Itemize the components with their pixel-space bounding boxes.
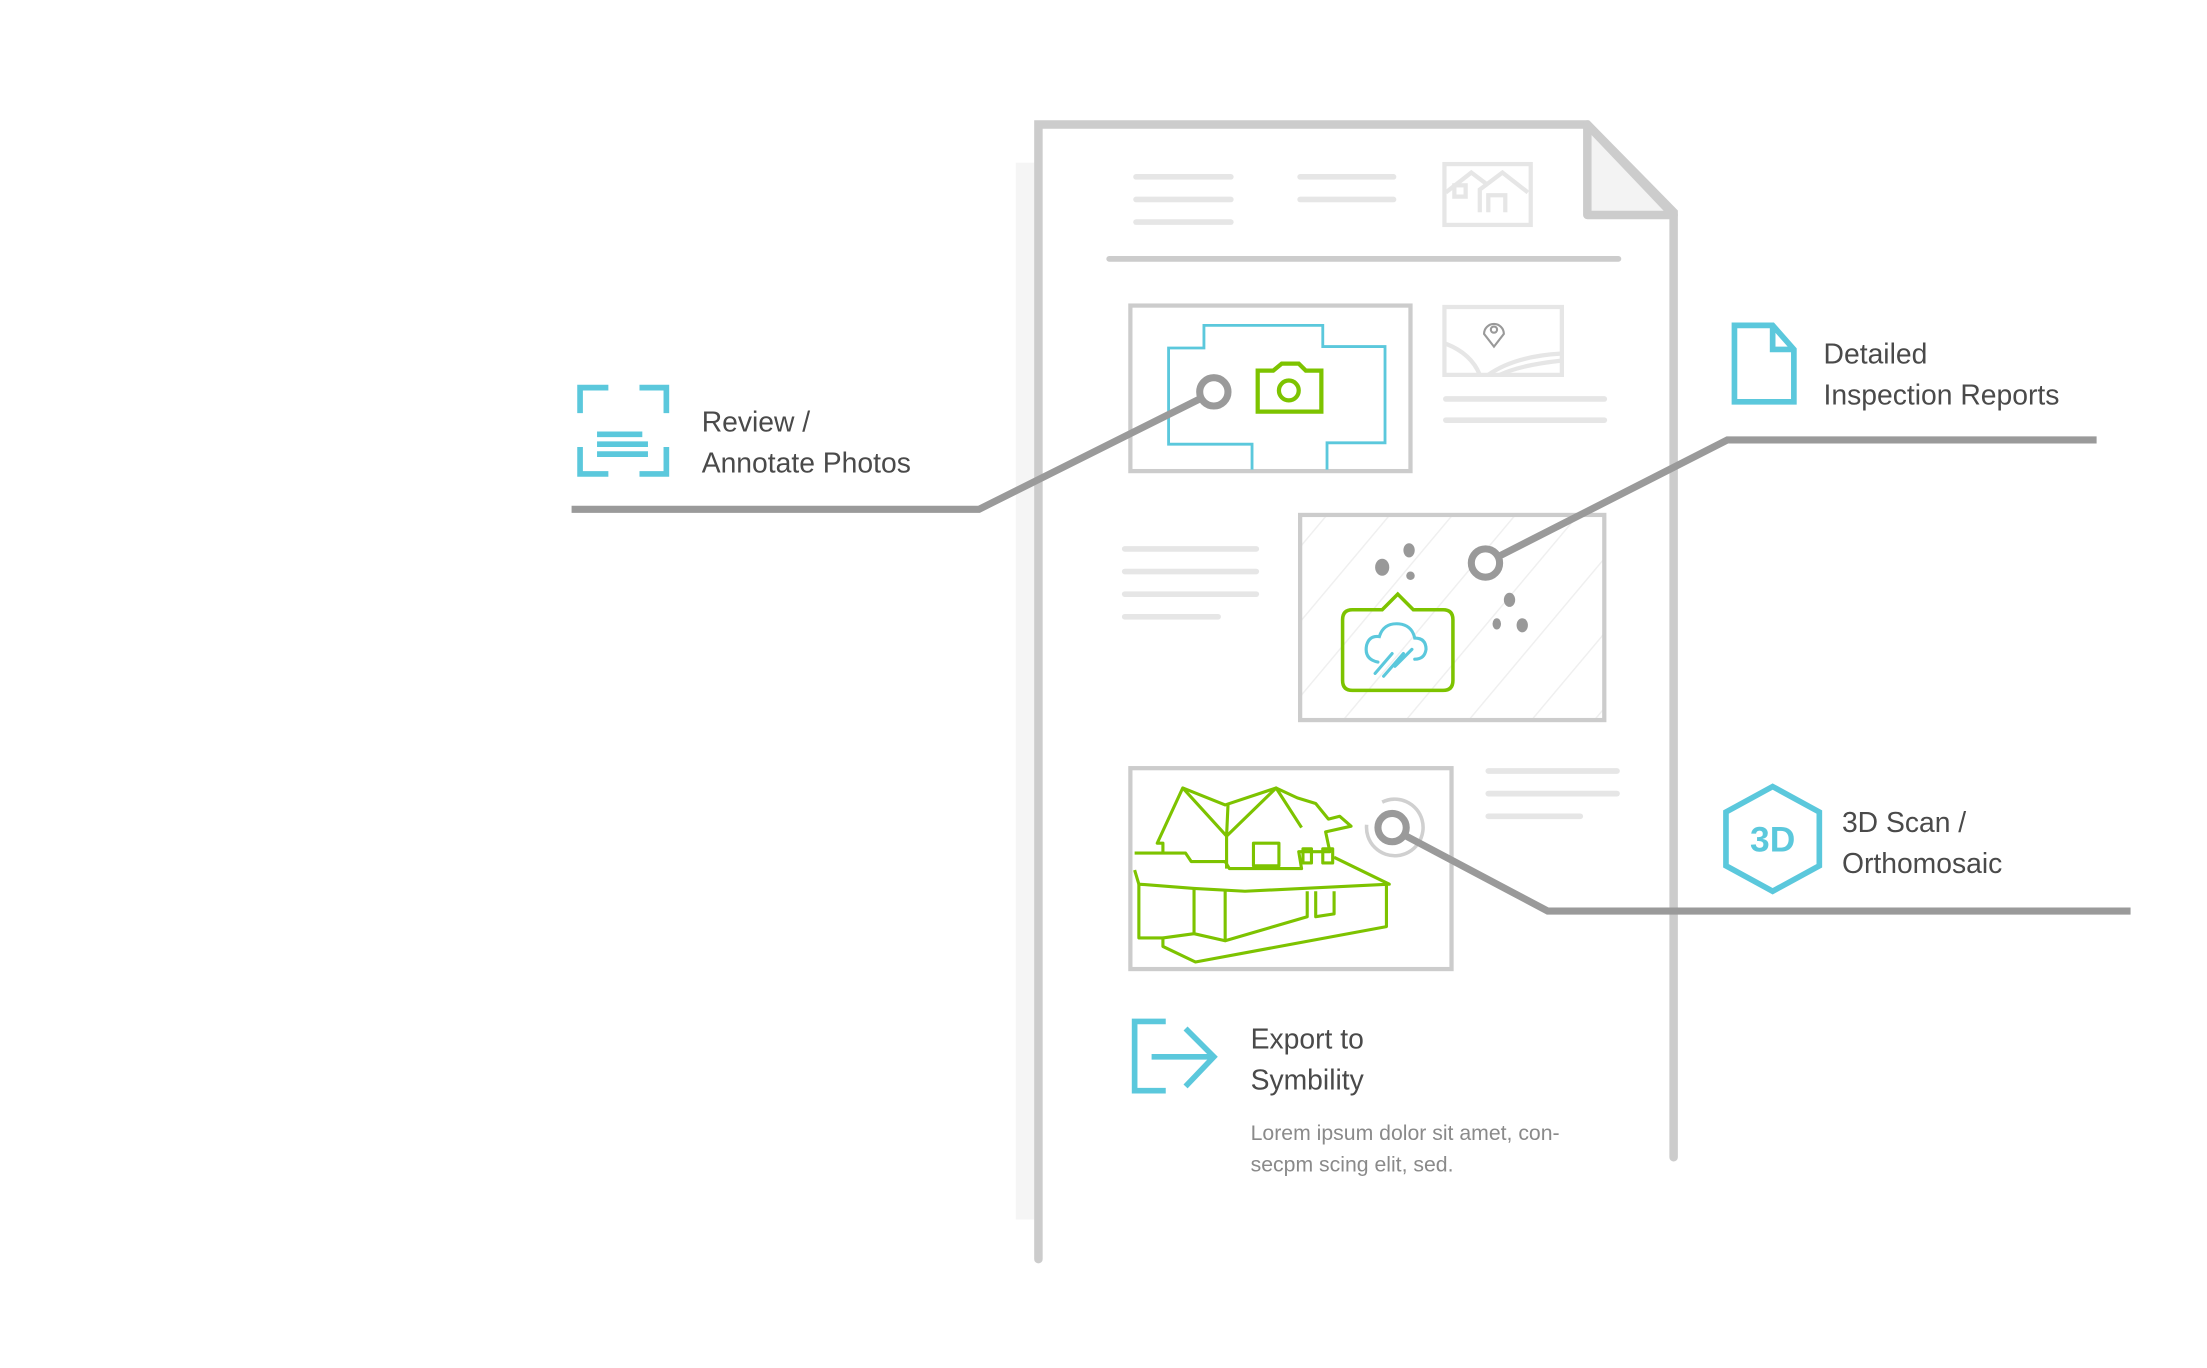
feature-export: Export to Symbility Lorem ipsum dolor si… xyxy=(1131,1018,1560,1176)
document-shadow xyxy=(1015,162,1038,1220)
location-pin-icon xyxy=(1482,322,1505,349)
feature-reports: Detailed Inspection Reports xyxy=(1731,322,2060,411)
document-illustration xyxy=(1015,120,1678,1264)
model-box xyxy=(1128,766,1454,972)
document-icon xyxy=(1731,322,1797,405)
annotate-photo-icon xyxy=(577,384,670,477)
export-title-line1: Export to xyxy=(1251,1022,1364,1054)
model-text-lines xyxy=(1485,768,1620,820)
export-description-line2: secpm scing elit, sed. xyxy=(1251,1153,1454,1176)
hail-storm-icon xyxy=(1364,622,1428,678)
review-title-line1: Review / xyxy=(702,405,811,437)
review-title-line2: Annotate Photos xyxy=(702,447,911,479)
document-fold xyxy=(1583,120,1678,220)
photo-box xyxy=(1128,303,1413,474)
connector-reports xyxy=(1467,436,2097,581)
connector-scan xyxy=(1374,809,2131,915)
scan-title-line2: Orthomosaic xyxy=(1842,847,2002,879)
export-description-line1: Lorem ipsum dolor sit amet, con- xyxy=(1251,1122,1560,1145)
body-text-lines xyxy=(1121,546,1260,620)
feature-review: Review / Annotate Photos xyxy=(577,384,911,479)
reports-title-line2: Inspection Reports xyxy=(1824,379,2060,411)
export-title-line2: Symbility xyxy=(1251,1063,1365,1095)
connector-review xyxy=(571,374,1232,513)
feature-scan: 3D 3D Scan / Orthomosaic xyxy=(1723,783,2002,895)
header-text-lines xyxy=(1133,174,1397,225)
scan-title-line1: 3D Scan / xyxy=(1842,806,1966,838)
map-icon xyxy=(1442,304,1564,378)
floor-plan xyxy=(1167,323,1387,470)
3d-hexagon-icon: 3D xyxy=(1723,783,1823,895)
hail-dents xyxy=(1375,543,1528,633)
house-3d-model xyxy=(1133,786,1391,964)
export-icon xyxy=(1131,1018,1218,1094)
camera-icon xyxy=(1255,361,1324,414)
reports-title-line1: Detailed xyxy=(1824,338,1928,370)
3d-badge-text: 3D xyxy=(1750,821,1795,860)
weather-callout xyxy=(1340,591,1455,693)
house-logo-icon xyxy=(1442,161,1533,228)
